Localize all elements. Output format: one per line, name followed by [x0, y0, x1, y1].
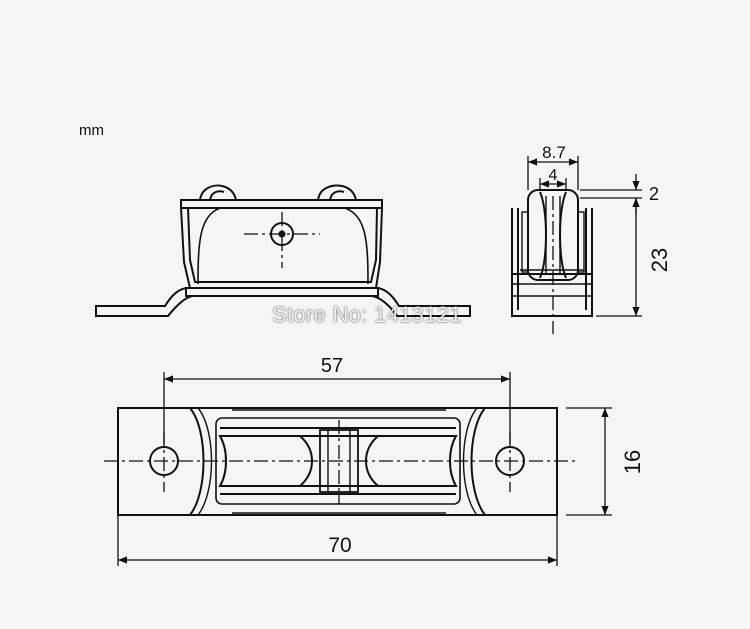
side-view: [95, 184, 471, 317]
dim-4-label: 4: [549, 167, 558, 184]
housing-top: [180, 199, 383, 209]
end-view-dimensions: [527, 156, 642, 317]
housing-inner: [187, 207, 378, 283]
dim-8-7-label: 8.7: [542, 143, 566, 162]
dim-2-label: 2: [649, 184, 659, 204]
right-tab: [371, 287, 471, 317]
left-tab: [95, 287, 193, 317]
plan-left-arc: [189, 407, 205, 516]
dim-23-label: 23: [647, 248, 672, 272]
dim-70-label: 70: [328, 534, 351, 557]
plan-view-dimensions: [117, 372, 612, 566]
side-view-centerlines: [244, 212, 320, 268]
housing-face: [197, 207, 369, 285]
store-watermark: Store No: 1413121: [272, 302, 462, 327]
end-base: [511, 273, 593, 317]
unit-label: mm: [79, 122, 104, 139]
plan-right-wheel: [365, 435, 458, 487]
base-plate: [185, 287, 379, 297]
dim-57-label: 57: [321, 355, 343, 377]
end-wheel-groove-left: [539, 191, 547, 279]
left-wheel-top: [199, 184, 237, 203]
end-frame: [511, 208, 593, 317]
plan-left-wheel: [218, 435, 313, 487]
dim-16-label: 16: [620, 450, 645, 474]
right-wheel-top: [317, 184, 357, 203]
end-wheel-groove-right: [559, 191, 567, 279]
end-view: [511, 189, 593, 317]
plan-right-arc: [470, 407, 486, 516]
